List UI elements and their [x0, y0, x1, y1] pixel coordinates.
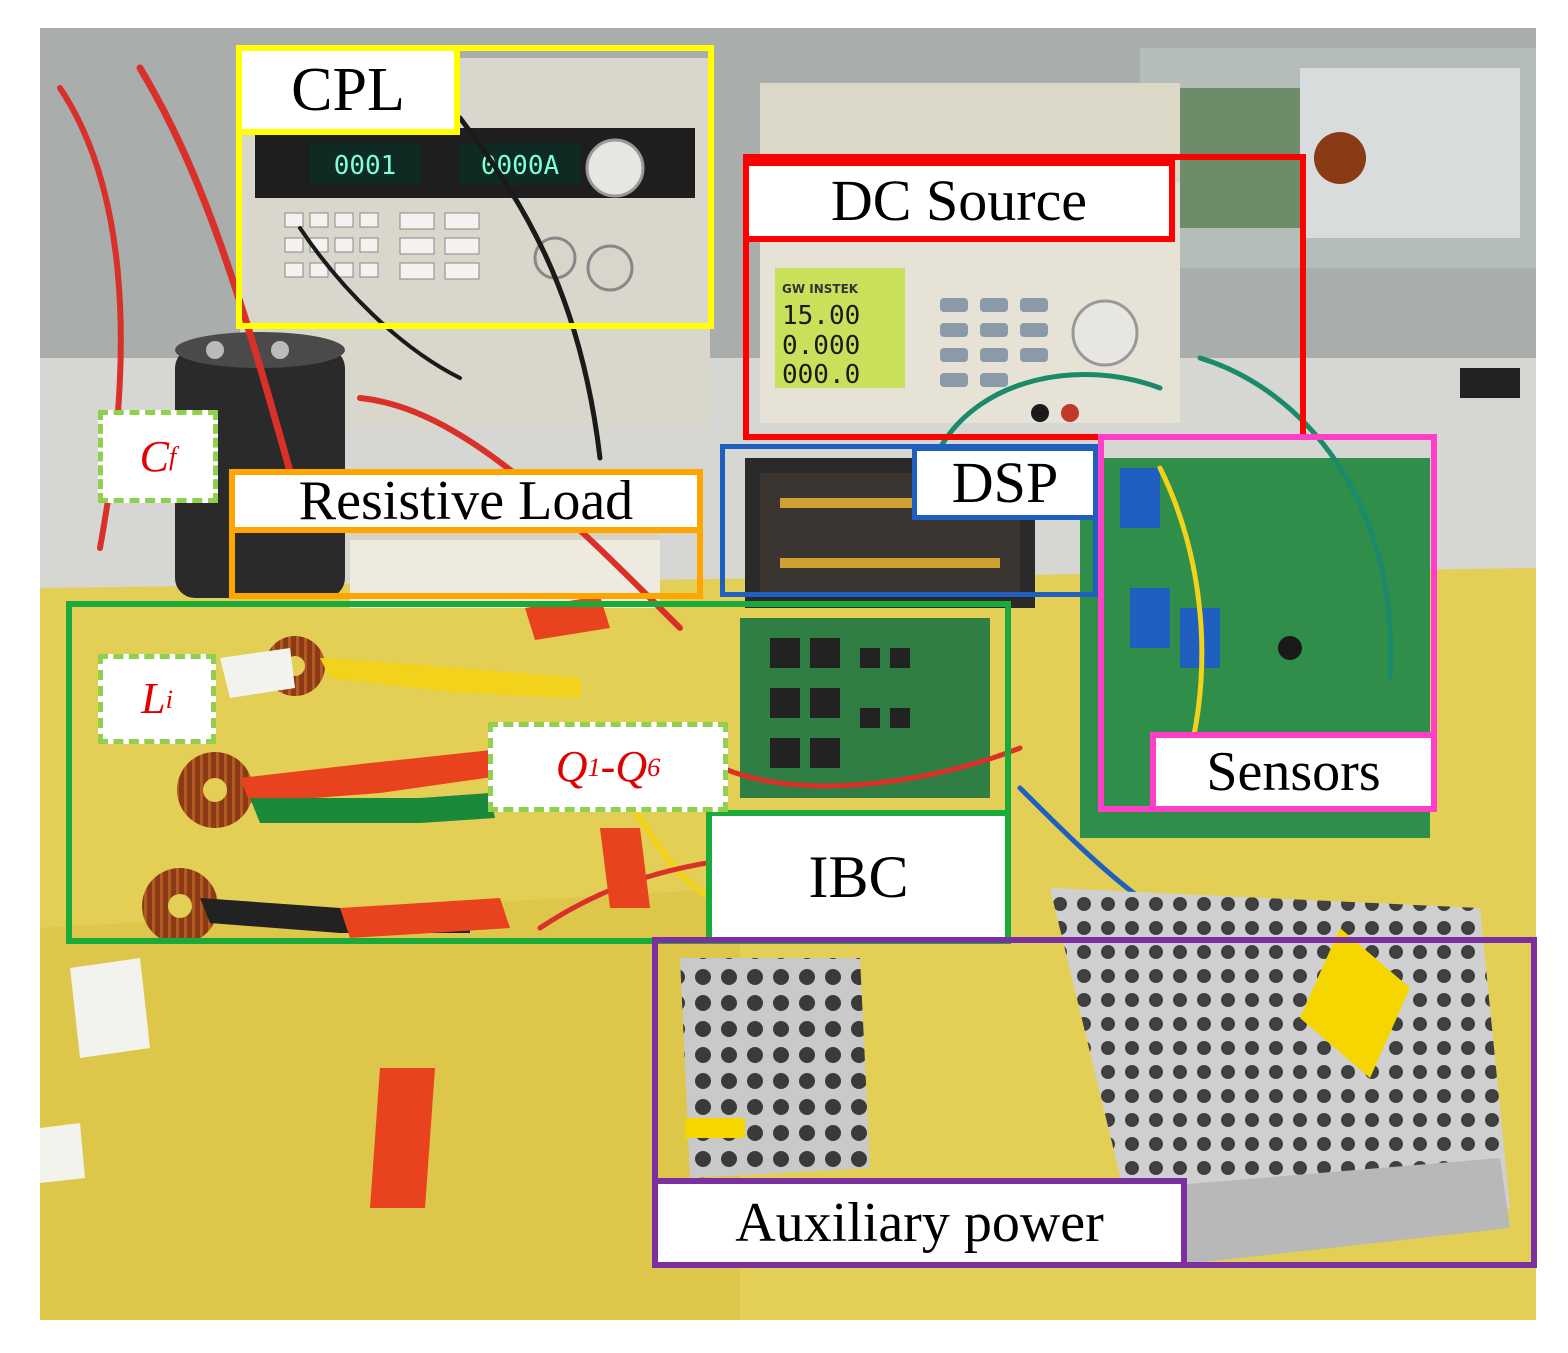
- cf-main: C: [139, 431, 169, 481]
- q-main-1: Q: [555, 742, 588, 791]
- q-main-2: Q: [615, 742, 648, 791]
- psu-brand: GW INSTEK: [782, 282, 859, 296]
- auxiliary-power-label: Auxiliary power: [652, 1178, 1187, 1268]
- q-sub-2: 6: [647, 751, 661, 782]
- q-sub-1: 1: [587, 751, 601, 782]
- dc-source-label: DC Source: [743, 160, 1175, 242]
- load-display-left: 0001: [334, 151, 397, 181]
- dsp-box: [720, 444, 1098, 597]
- psu-current: 0.000: [782, 331, 860, 361]
- cpl-box: [236, 45, 714, 329]
- dc-source-box: [743, 154, 1306, 440]
- cpl-label: CPL: [236, 45, 460, 135]
- resistive-load-label: Resistive Load: [229, 469, 703, 533]
- psu-power: 000.0: [782, 360, 860, 390]
- q-separator: -: [600, 742, 616, 791]
- psu-voltage: 15.00: [782, 301, 860, 331]
- dsp-label: DSP: [912, 446, 1098, 520]
- sensors-label: Sensors: [1150, 732, 1437, 812]
- li-sub: i: [165, 683, 173, 714]
- ibc-box: [66, 601, 1011, 944]
- li-main: L: [141, 674, 166, 723]
- cf-sub: f: [169, 441, 177, 472]
- ibc-label: IBC: [706, 810, 1011, 944]
